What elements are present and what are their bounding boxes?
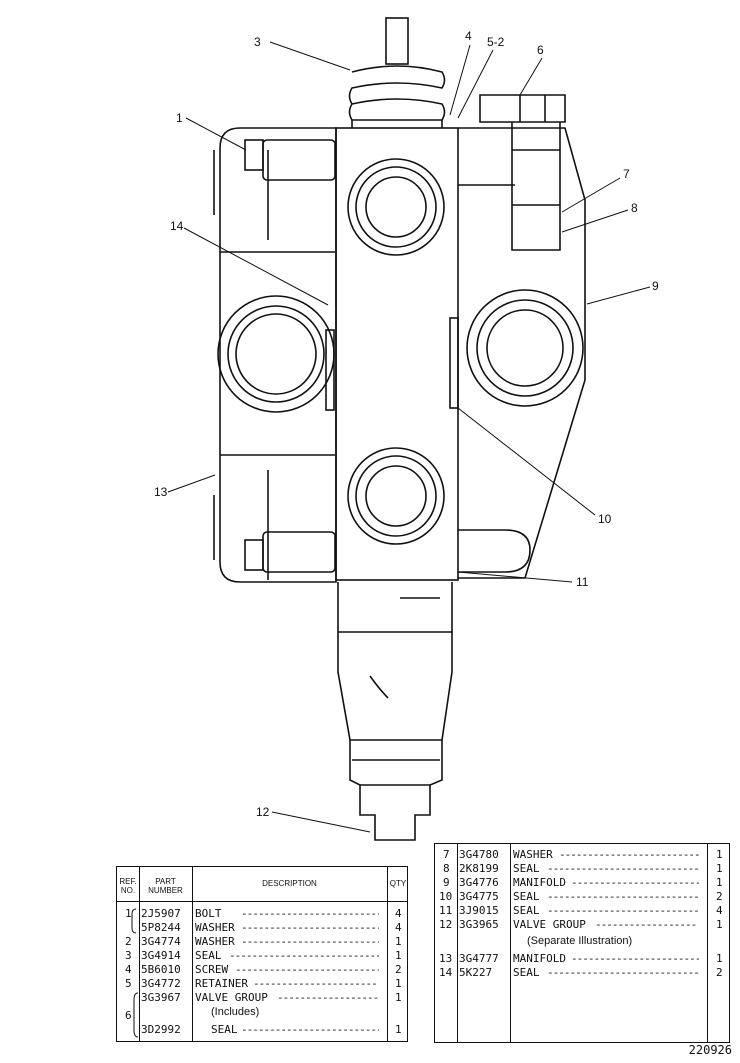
table-row: 1 2J5907 BOLT------------------------- 4 [125, 907, 402, 920]
callout-13: 13 [154, 485, 168, 499]
parts-table-left: REF. NO. PART NUMBER DESCRIPTION QTY 1 2… [116, 866, 408, 1042]
table-row: 3 3G4914 SEAL---------------------------… [125, 949, 402, 962]
table-row: (Separate Illustration) [527, 935, 633, 947]
header-description: DESCRIPTION [262, 879, 317, 888]
callout-9: 9 [652, 279, 659, 293]
table-row: 7 3G4780 WASHER-------------------------… [443, 848, 723, 861]
table-row: 9 3G4776 MANIFOLD-----------------------… [443, 876, 723, 889]
left-manifold [219, 127, 337, 583]
valve-assembly-drawing: 1 3 4 5-2 6 7 8 9 10 11 12 13 14 [154, 17, 659, 841]
callout-5-2: 5-2 [487, 35, 505, 49]
drawing-number: 220926 [688, 1043, 732, 1057]
table-row: 10 3G4775 SEAL--------------------------… [439, 890, 723, 903]
table-row: 8 2K8199 SEAL---------------------------… [443, 862, 723, 875]
valve-body [335, 127, 459, 581]
boot-seal [348, 65, 446, 121]
table-row: 3G3967 VALVE GROUP------------------ 1 [141, 991, 402, 1004]
callout-11: 11 [576, 575, 589, 589]
upper-port [347, 158, 445, 256]
table-row: 13 3G4777 MANIFOLD----------------------… [439, 952, 723, 965]
callout-7: 7 [623, 167, 630, 181]
table-row: 6 (Includes) [125, 1006, 260, 1022]
table-row: 5P8244 WASHER------------------------- 4 [141, 921, 402, 934]
callout-1: 1 [176, 111, 183, 125]
right-port [466, 289, 584, 407]
parts-table-right: 7 3G4780 WASHER-------------------------… [434, 843, 730, 1043]
table-row: 12 3G3965 VALVE GROUP------------------ … [439, 918, 723, 931]
stem [385, 17, 409, 65]
table-row: 4 5B6010 SCREW--------------------------… [125, 963, 402, 976]
top-nut [479, 94, 566, 123]
header-part-number: PART NUMBER [148, 877, 183, 895]
bracket-ref-1 [131, 908, 137, 934]
callout-8: 8 [631, 201, 638, 215]
right-manifold [458, 127, 586, 579]
callout-12: 12 [256, 805, 270, 819]
table-row: 11 3J9015 SEAL--------------------------… [439, 904, 723, 917]
callout-10: 10 [598, 512, 612, 526]
table-row: 14 5K227 SEAL---------------------------… [439, 966, 723, 979]
table-row: 5 3G4772 RETAINER---------------------- … [125, 977, 402, 990]
callout-6: 6 [537, 43, 544, 57]
callout-14: 14 [170, 219, 184, 233]
lower-port [347, 447, 445, 545]
bracket-ref-6 [133, 992, 139, 1038]
table-row: 2 3G4774 WASHER-------------------------… [125, 935, 402, 948]
table-row: 3D2992 SEAL------------------------- 1 [141, 1023, 402, 1036]
callout-3: 3 [254, 35, 261, 49]
header-qty: QTY [389, 879, 407, 888]
header-ref-no: REF. NO. [119, 877, 137, 895]
callout-4: 4 [465, 29, 472, 43]
lower-spool [337, 582, 453, 841]
